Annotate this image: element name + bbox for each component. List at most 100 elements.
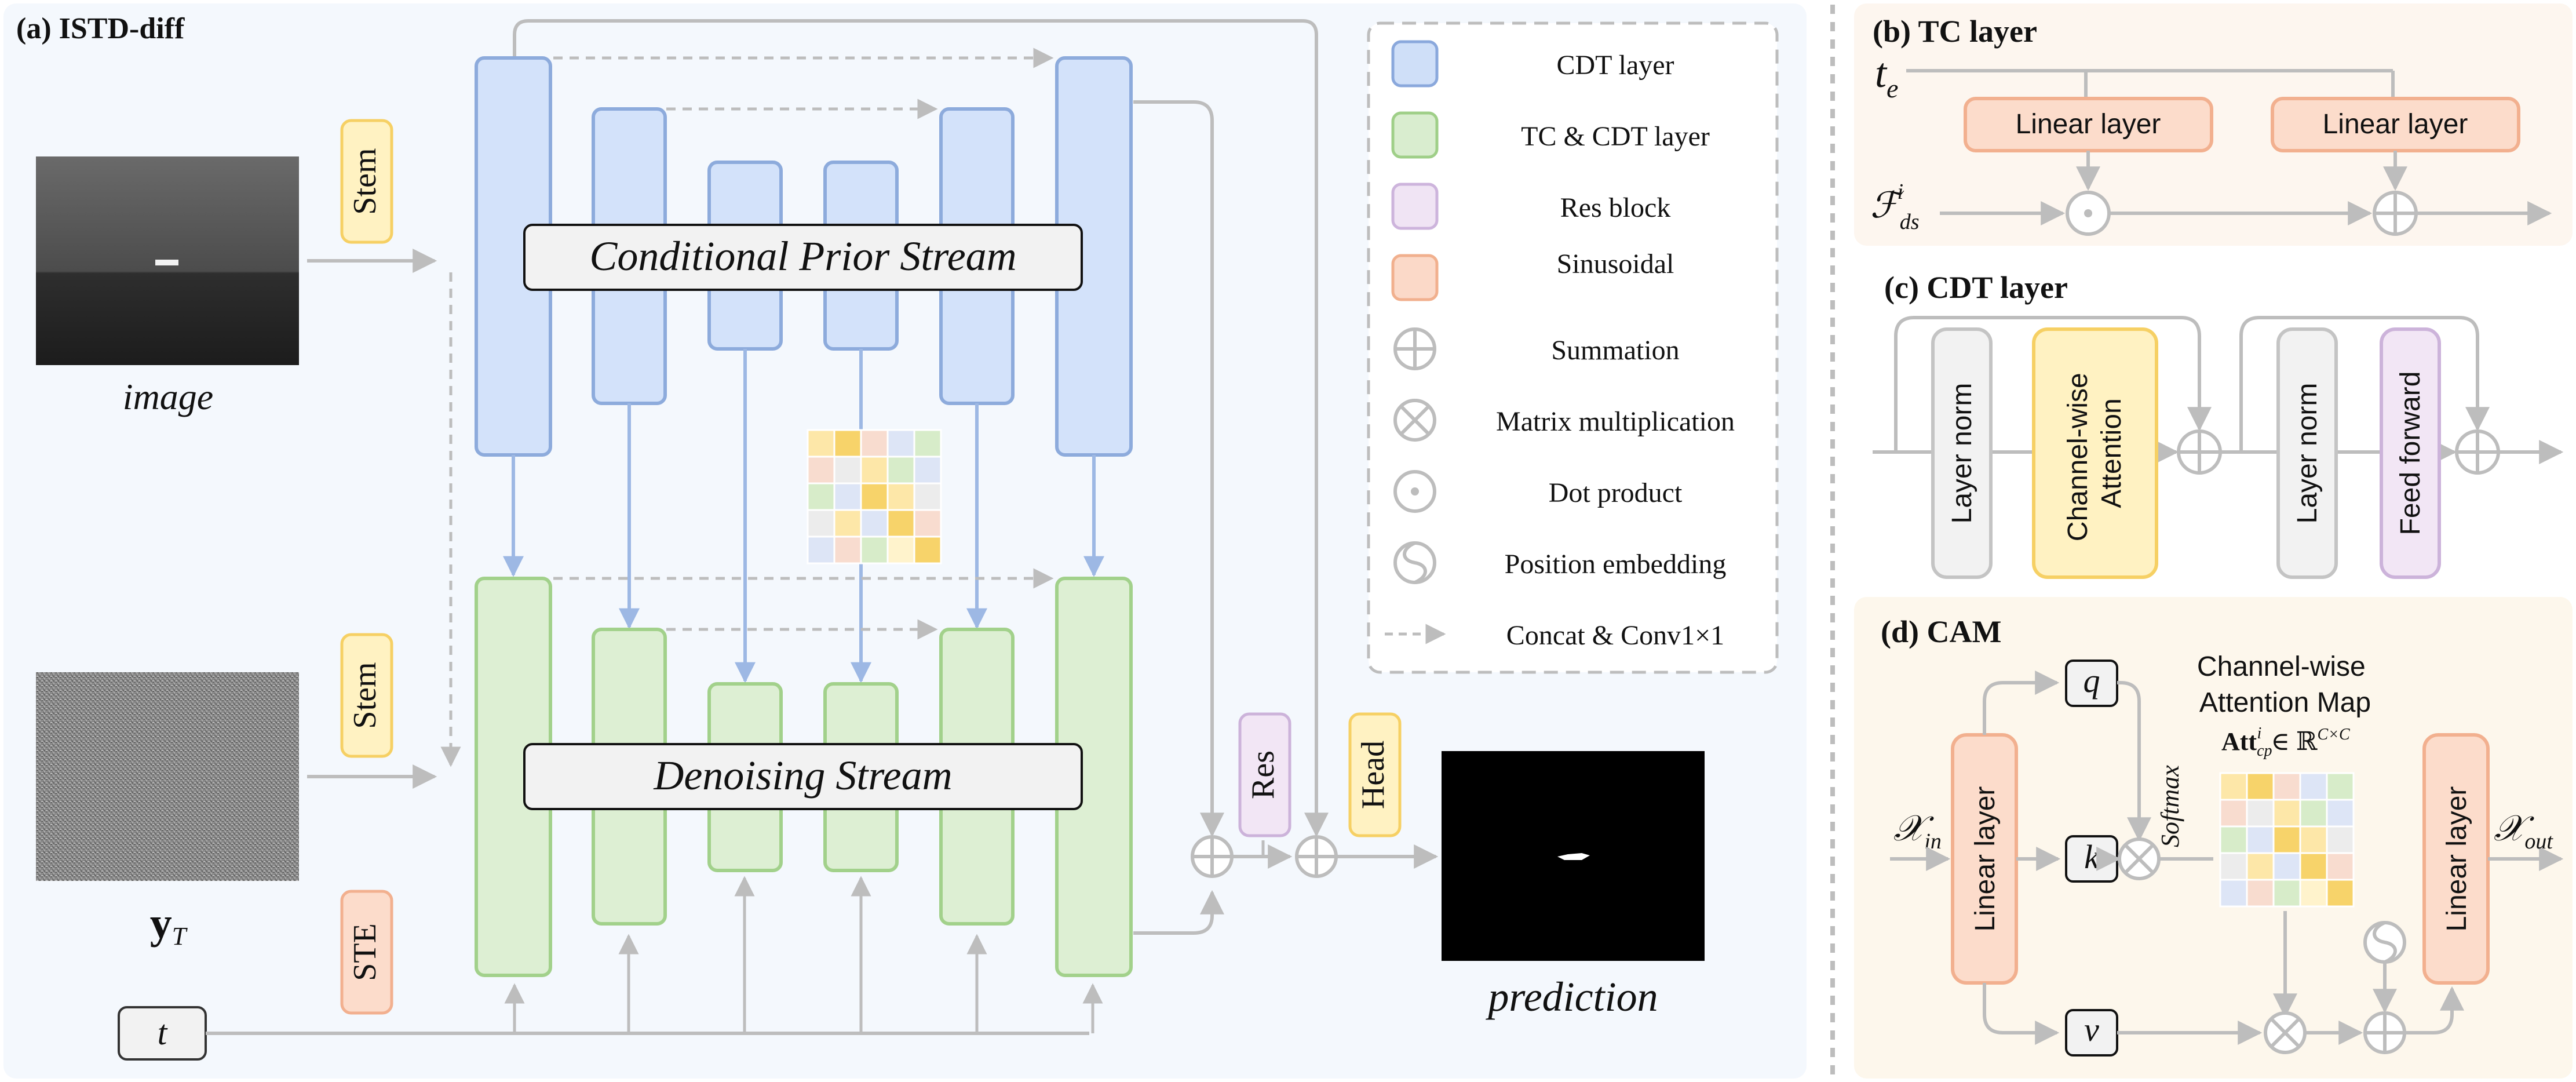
attention-map-d-cell xyxy=(2272,852,2301,881)
attention-map-a-cell xyxy=(807,535,835,564)
tc-linear-1: Linear layer xyxy=(1964,97,2213,152)
attention-map-d-cell xyxy=(2299,825,2328,854)
attention-map-a-cell xyxy=(913,456,942,484)
cam-linear-out-label: Linear layer xyxy=(2442,786,2472,932)
attention-map-d-cell xyxy=(2326,772,2355,801)
attention-map-d-cell xyxy=(2246,879,2275,908)
attention-map-d-cell xyxy=(2326,879,2355,908)
input-image-label: image xyxy=(123,376,213,417)
head-label: Head xyxy=(1355,741,1391,809)
cam-matmul-2 xyxy=(2264,1011,2307,1054)
attention-map-a-cell xyxy=(860,482,889,511)
attention-map-d-cell xyxy=(2272,772,2301,801)
prediction-target xyxy=(1557,853,1590,860)
conditional-stream-label-box: Conditional Prior Stream xyxy=(523,224,1083,291)
attention-map-d-cell xyxy=(2246,825,2275,854)
tc-linear-2-label: Linear layer xyxy=(2323,109,2468,140)
cam-summation xyxy=(2363,1011,2406,1054)
cdt-channel-attention: Channel-wise Attention xyxy=(2032,327,2158,579)
attention-map-a-cell xyxy=(886,482,915,511)
cdt-feed-forward-label: Feed forward xyxy=(2395,371,2426,535)
legend-swatch xyxy=(1391,111,1439,159)
attention-map-a-cell xyxy=(807,482,835,511)
legend-item: Res block xyxy=(1391,183,1671,230)
attention-map-d-cell xyxy=(2299,772,2328,801)
q-label: q xyxy=(2084,662,2100,700)
tc-linear-2: Linear layer xyxy=(2271,97,2520,152)
softmax-label: Softmax xyxy=(2156,765,2184,847)
attention-map-d-cell xyxy=(2246,799,2275,828)
attention-map-a-cell xyxy=(886,509,915,538)
attention-map-a-cell xyxy=(860,429,889,458)
attention-map-d-cell xyxy=(2219,772,2248,801)
legend-label: Concat & Conv1×1 xyxy=(1506,620,1724,651)
v-label: v xyxy=(2084,1011,2099,1048)
noise-label: yT xyxy=(150,899,188,950)
ste-label: STE xyxy=(347,923,383,981)
legend-swatch xyxy=(1391,254,1439,301)
attention-map-title: Channel-wise Attention Map xyxy=(2197,651,2373,718)
stem-bottom: Stem xyxy=(340,633,393,758)
attention-map-a-cell xyxy=(807,456,835,484)
attention-map-a xyxy=(807,429,942,564)
k-box: k xyxy=(2065,835,2118,883)
legend-label: Position embedding xyxy=(1505,549,1727,580)
cdt-channel-attention-label: Channel-wise Attention xyxy=(2063,365,2127,541)
stem-bottom-label: Stem xyxy=(347,662,383,728)
attention-map-a-cell xyxy=(860,509,889,538)
legend-item: Matrix multiplication xyxy=(1393,399,1735,442)
attention-map-a-cell xyxy=(833,535,862,564)
q-box: q xyxy=(2065,660,2118,707)
t-box: t xyxy=(118,1006,207,1061)
cdt-feed-forward: Feed forward xyxy=(2380,327,2441,579)
tc-linear-1-label: Linear layer xyxy=(2016,109,2161,140)
legend-label: Res block xyxy=(1560,192,1671,223)
attention-map-d-cell xyxy=(2272,825,2301,854)
prediction-label: prediction xyxy=(1485,974,1658,1020)
attention-map-d-cell xyxy=(2326,852,2355,881)
res-label: Res xyxy=(1245,751,1281,799)
denoising-stream-label-box: Denoising Stream xyxy=(523,743,1083,810)
boat-target xyxy=(155,260,178,265)
cdt-layer-norm-2: Layer norm xyxy=(2276,327,2338,579)
legend-label: TC & CDT layer xyxy=(1521,121,1710,152)
cdt-layer-norm-1: Layer norm xyxy=(1931,327,1993,579)
attention-map-a-cell xyxy=(913,482,942,511)
attention-map-a-cell xyxy=(860,456,889,484)
attention-map-a-cell xyxy=(807,429,835,458)
attention-map-a-cell xyxy=(886,429,915,458)
summation-2 xyxy=(1295,835,1338,878)
panel-b-title: (b) TC layer xyxy=(1873,14,2037,49)
legend-item: Concat & Conv1×1 xyxy=(1385,620,1724,651)
v-box: v xyxy=(2065,1009,2118,1057)
legend-label: Matrix multiplication xyxy=(1496,406,1735,437)
attention-map-formula: Attcpi∈ ℝC×C xyxy=(2221,724,2350,760)
te-label: te xyxy=(1875,50,1898,103)
legend-item: Position embedding xyxy=(1393,541,1727,584)
ste-box: STE xyxy=(340,890,393,1015)
attention-map-d xyxy=(2219,772,2355,908)
legend-swatch xyxy=(1391,40,1439,88)
attention-map-d-cell xyxy=(2299,879,2328,908)
attention-map-d-cell xyxy=(2326,825,2355,854)
f-label: ℱdsi xyxy=(1870,180,1920,234)
attention-map-d-cell xyxy=(2219,799,2248,828)
tc-dot-product xyxy=(2066,191,2111,236)
legend-item: CDT layer xyxy=(1391,40,1674,88)
attention-map-a-cell xyxy=(833,509,862,538)
attention-map-d-cell xyxy=(2219,879,2248,908)
attention-map-d-cell xyxy=(2219,825,2248,854)
attention-map-d-cell xyxy=(2299,799,2328,828)
attention-map-d-cell xyxy=(2246,772,2275,801)
attention-map-a-cell xyxy=(913,535,942,564)
legend-item: TC & CDT layer xyxy=(1391,111,1710,159)
attention-map-a-cell xyxy=(913,429,942,458)
cam-linear-in: Linear layer xyxy=(1951,733,2018,985)
attention-map-d-cell xyxy=(2246,852,2275,881)
summation-1 xyxy=(1191,835,1234,878)
x-out-label: 𝒳out xyxy=(2494,809,2553,854)
noise-image xyxy=(36,672,299,881)
cdt-summation-1 xyxy=(2177,429,2222,475)
